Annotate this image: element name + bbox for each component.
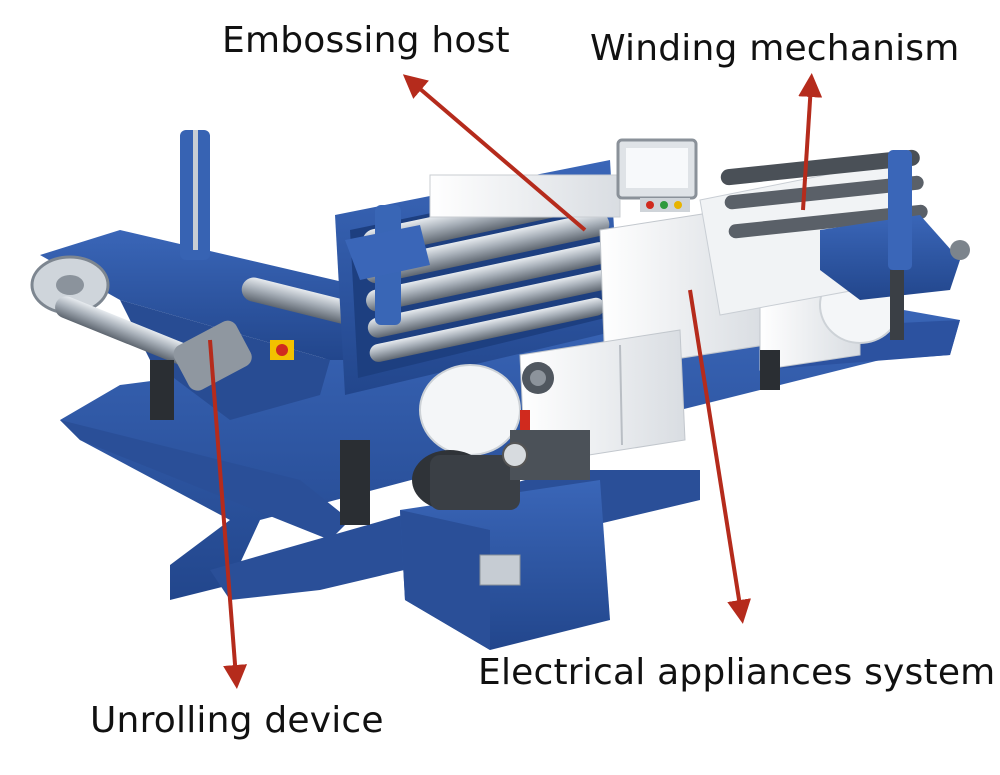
winding-mechanism	[699, 149, 970, 340]
label-winding-mechanism: Winding mechanism	[590, 28, 960, 69]
label-embossing-host: Embossing host	[222, 20, 510, 61]
support-legs	[150, 350, 780, 525]
hydraulic-station	[400, 410, 610, 650]
label-electrical-appliances-system: Electrical appliances system	[478, 652, 996, 693]
label-unrolling-device: Unrolling device	[90, 700, 384, 741]
embossing-host	[335, 160, 621, 395]
arrow-embossing-host	[402, 74, 587, 232]
callout-arrows	[208, 73, 823, 689]
arrow-winding-mechanism	[798, 73, 823, 211]
arrow-unrolling-device	[208, 339, 248, 689]
arrow-electrical-appliances-system	[688, 289, 751, 624]
